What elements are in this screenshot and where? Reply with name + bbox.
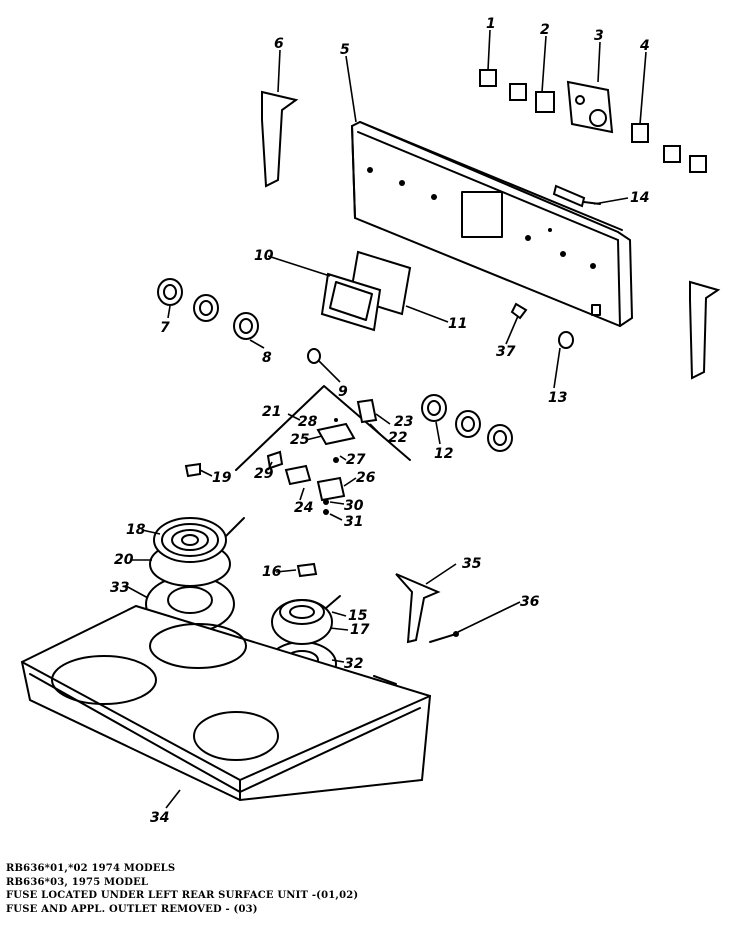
callout-36: 36 bbox=[520, 594, 540, 610]
knobs-left bbox=[157, 278, 259, 340]
callout-32: 32 bbox=[344, 656, 363, 672]
callout-8: 8 bbox=[262, 350, 272, 366]
callout-19: 19 bbox=[212, 470, 232, 486]
callout-14: 14 bbox=[630, 190, 649, 206]
callout-labels: 1 2 3 4 5 6 7 8 9 10 11 12 13 14 15 16 1… bbox=[110, 16, 650, 826]
callout-27: 27 bbox=[346, 452, 366, 468]
callout-13: 13 bbox=[548, 390, 567, 406]
callout-20: 20 bbox=[114, 552, 134, 568]
callout-15: 15 bbox=[348, 608, 368, 624]
callout-31: 31 bbox=[344, 514, 363, 530]
leader-lines bbox=[125, 29, 647, 809]
note-line-3: FUSE LOCATED UNDER LEFT REAR SURFACE UNI… bbox=[6, 890, 359, 901]
callout-10: 10 bbox=[254, 248, 274, 264]
knobs-right bbox=[421, 394, 513, 452]
bracket bbox=[395, 573, 441, 644]
cooktop bbox=[20, 604, 432, 802]
control-panel-backsplash bbox=[350, 120, 634, 328]
callout-25: 25 bbox=[290, 432, 310, 448]
note-line-4: FUSE AND APPL. OUTLET REMOVED - (03) bbox=[6, 903, 258, 915]
callout-6: 6 bbox=[274, 36, 284, 52]
callout-34: 34 bbox=[150, 810, 169, 826]
small-parts bbox=[184, 302, 574, 578]
callout-22: 22 bbox=[388, 430, 407, 446]
terminal-block-group bbox=[235, 385, 411, 515]
callout-33: 33 bbox=[110, 580, 129, 596]
clock-window bbox=[320, 250, 412, 332]
end-cap-right bbox=[689, 280, 721, 380]
note-line-2: RB636*03, 1975 MODEL bbox=[6, 876, 149, 888]
callout-26: 26 bbox=[356, 470, 376, 486]
callout-29: 29 bbox=[254, 466, 274, 482]
callout-17: 17 bbox=[350, 622, 370, 638]
model-notes: RB636*01,*02 1974 MODELS RB636*03, 1975 … bbox=[6, 862, 606, 916]
callout-35: 35 bbox=[462, 556, 482, 572]
indicator-light bbox=[552, 184, 601, 208]
callout-2: 2 bbox=[540, 22, 550, 38]
callout-9: 9 bbox=[338, 384, 348, 400]
callout-30: 30 bbox=[344, 498, 364, 514]
end-cap-left bbox=[261, 90, 299, 188]
callout-11: 11 bbox=[448, 316, 467, 332]
callout-4: 4 bbox=[639, 38, 650, 54]
callout-18: 18 bbox=[126, 522, 146, 538]
callout-16: 16 bbox=[262, 564, 282, 580]
callout-24: 24 bbox=[294, 500, 313, 516]
screw bbox=[429, 631, 459, 643]
surface-unit-left bbox=[145, 517, 245, 633]
callout-37: 37 bbox=[496, 344, 516, 360]
callout-1: 1 bbox=[486, 16, 496, 32]
callout-7: 7 bbox=[160, 320, 170, 336]
callout-3: 3 bbox=[594, 28, 604, 44]
callout-12: 12 bbox=[434, 446, 453, 462]
callout-28: 28 bbox=[298, 414, 318, 430]
callout-23: 23 bbox=[394, 414, 413, 430]
switch-parts-top bbox=[479, 69, 707, 173]
note-line-1: RB636*01,*02 1974 MODELS bbox=[6, 863, 176, 874]
callout-21: 21 bbox=[262, 404, 281, 420]
callout-5: 5 bbox=[340, 42, 350, 58]
